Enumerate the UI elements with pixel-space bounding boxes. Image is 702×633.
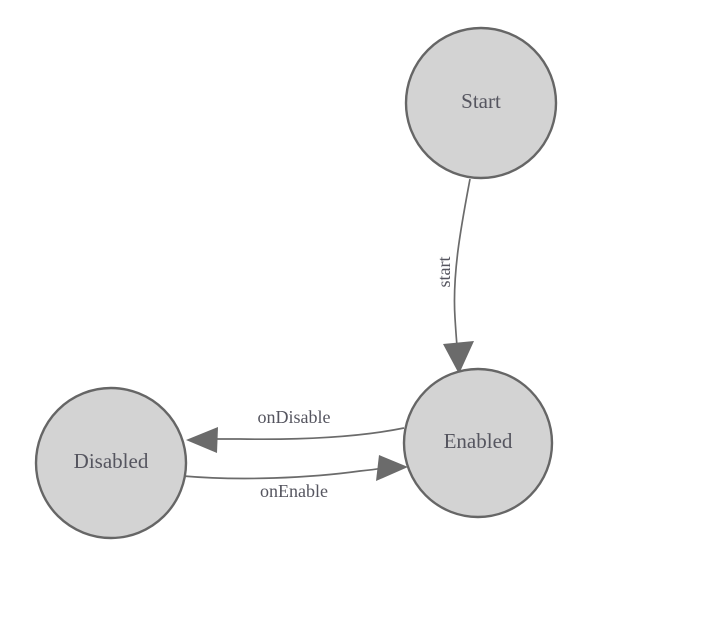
node-disabled[interactable]: Disabled [34, 386, 188, 540]
node-disabled-label: Disabled [74, 449, 149, 473]
edge-start-to-enabled-arrowhead [443, 341, 474, 374]
edge-start-to-enabled[interactable]: start [434, 178, 474, 374]
node-start[interactable]: Start [404, 26, 558, 180]
edge-label-ondisable: onDisable [258, 407, 331, 427]
node-start-circle [404, 26, 558, 180]
edge-enabled-to-disabled-arrowhead [186, 427, 218, 453]
edge-start-to-enabled-line [453, 178, 471, 357]
node-enabled[interactable]: Enabled [402, 367, 554, 519]
edge-label-onenable: onEnable [260, 481, 328, 501]
edge-enabled-to-disabled-line [210, 427, 405, 441]
node-enabled-label: Enabled [444, 429, 513, 453]
node-enabled-circle [402, 367, 554, 519]
edge-disabled-to-enabled-line [182, 467, 385, 480]
node-start-label: Start [461, 89, 501, 113]
edge-disabled-to-enabled[interactable]: onEnable [182, 455, 408, 501]
edge-disabled-to-enabled-arrowhead [376, 455, 408, 481]
edge-label-start: start [434, 257, 454, 288]
edge-enabled-to-disabled[interactable]: onDisable [186, 407, 405, 453]
node-disabled-circle [34, 386, 188, 540]
